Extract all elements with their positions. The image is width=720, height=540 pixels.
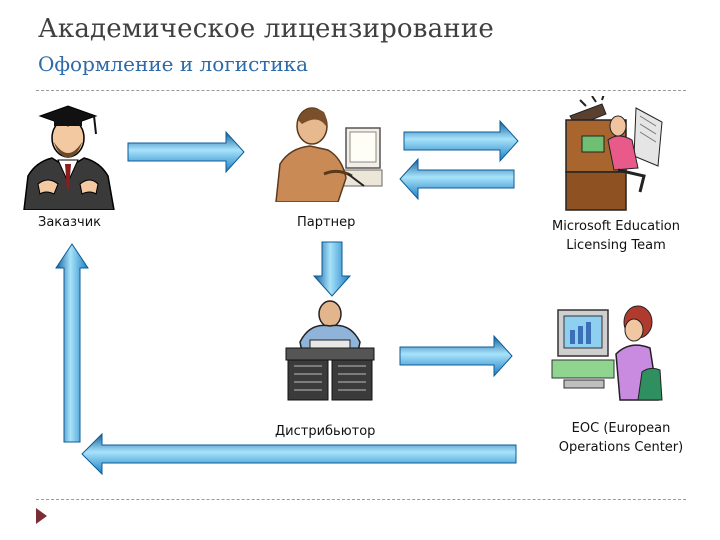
bottom-divider [36, 499, 686, 500]
arrow-partner-to-msel [403, 119, 519, 163]
phone-operator-icon [556, 96, 672, 214]
slide-title: Академическое лицензирование [38, 14, 494, 44]
msel-label: Microsoft Education Licensing Team [536, 217, 696, 255]
office-worker-icon [268, 98, 386, 202]
partner-label: Партнер [297, 215, 356, 230]
top-divider [36, 90, 686, 91]
arrow-up-to-customer [55, 243, 89, 443]
arrow-customer-to-partner [127, 130, 245, 174]
arrow-eoc-to-customer [81, 432, 517, 476]
graduate-icon [18, 98, 118, 210]
computer-user-icon [550, 300, 666, 412]
slide-subtitle: Оформление и логистика [38, 52, 309, 76]
customer-label: Заказчик [38, 215, 102, 230]
arrow-msel-to-partner [399, 157, 515, 201]
arrow-partner-to-distributor [312, 241, 352, 297]
eoc-label-line2: Operations Center) [558, 440, 684, 455]
eoc-label-line1: EOC (European [571, 421, 671, 436]
slide-bullet-icon [36, 508, 47, 524]
distributor-icon [280, 298, 380, 402]
eoc-label: EOC (European Operations Center) [546, 419, 696, 457]
msel-label-line2: Licensing Team [566, 238, 666, 253]
distributor-label: Дистрибьютор [275, 424, 376, 439]
msel-label-line1: Microsoft Education [551, 219, 680, 234]
arrow-distributor-to-eoc [399, 334, 513, 378]
